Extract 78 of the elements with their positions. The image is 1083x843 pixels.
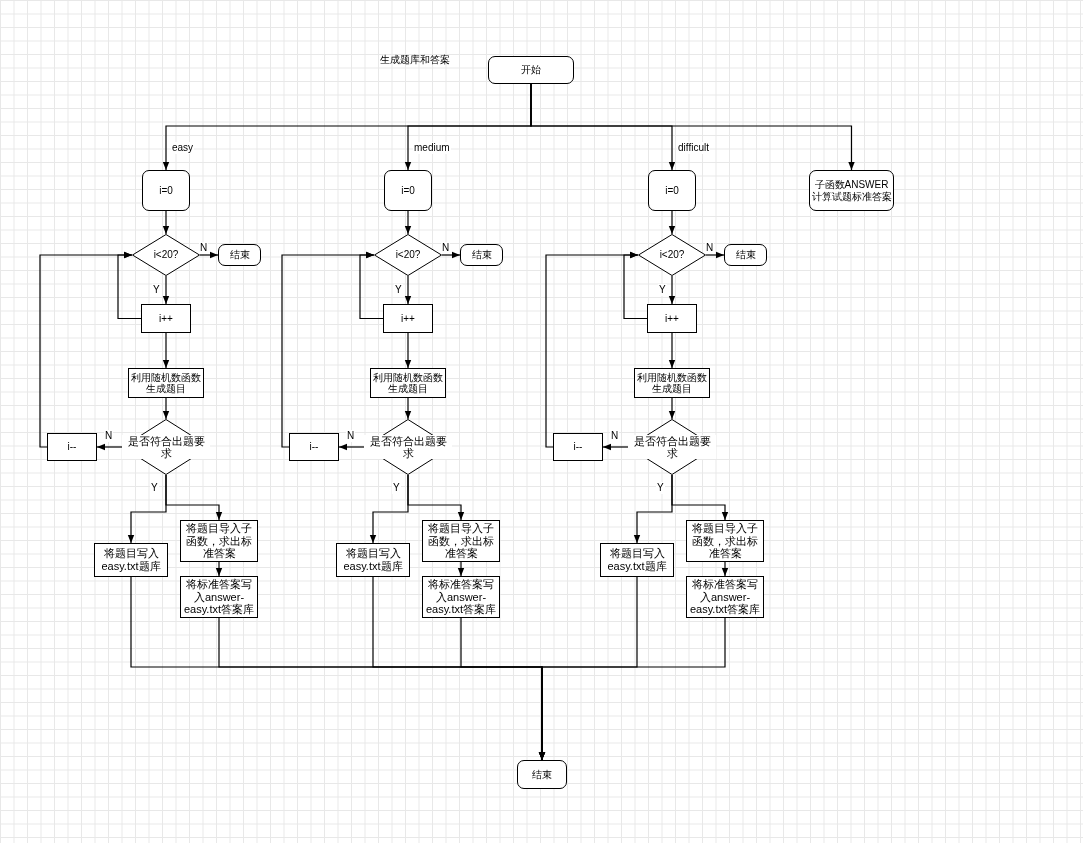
edge-label: Y xyxy=(392,482,401,494)
process-box: i=0 xyxy=(142,170,190,211)
process-box: 将题目写入easy.txt题库 xyxy=(600,543,674,577)
edge-label: Y xyxy=(394,284,403,296)
start-box: 开始 xyxy=(488,56,574,84)
arrow xyxy=(199,251,219,259)
edge-label: easy xyxy=(171,142,195,154)
decision-diamond: i<20? xyxy=(374,234,442,276)
arrow xyxy=(457,561,465,577)
process-box: 将标准答案写入answer-easy.txt答案库 xyxy=(422,576,500,618)
process-box: 将题目导入子函数，求出标准答案 xyxy=(686,520,764,562)
edge-label: N xyxy=(346,430,356,442)
arrow xyxy=(39,251,133,448)
edge-label: Y xyxy=(150,482,159,494)
process-box: i++ xyxy=(383,304,433,333)
edge-label: N xyxy=(441,242,451,254)
process-box: 将题目写入easy.txt题库 xyxy=(94,543,168,577)
arrow xyxy=(668,210,676,235)
edge-label: N xyxy=(705,242,715,254)
process-box: i=0 xyxy=(384,170,432,211)
end-box: 结束 xyxy=(724,244,767,266)
arrow xyxy=(404,275,412,305)
arrow xyxy=(602,443,629,451)
decision-diamond: i<20? xyxy=(638,234,706,276)
edge-label: Y xyxy=(658,284,667,296)
arrow xyxy=(545,251,639,448)
arrow xyxy=(705,251,725,259)
process-box: i++ xyxy=(647,304,697,333)
arrow xyxy=(281,251,375,448)
arrow xyxy=(338,443,365,451)
arrow xyxy=(404,397,412,420)
arrow xyxy=(721,561,729,577)
end-box: 结束 xyxy=(517,760,567,789)
decision-diamond: 是否符合出题要求 xyxy=(364,419,452,475)
process-box: 将题目导入子函数，求出标准答案 xyxy=(180,520,258,562)
end-box: 结束 xyxy=(460,244,503,266)
process-box: 将题目写入easy.txt题库 xyxy=(336,543,410,577)
arrow xyxy=(215,561,223,577)
arrow xyxy=(668,332,676,369)
arrow xyxy=(404,332,412,369)
arrow xyxy=(407,474,465,521)
process-box: i=0 xyxy=(648,170,696,211)
decision-diamond: i<20? xyxy=(132,234,200,276)
arrow xyxy=(165,474,223,521)
arrow xyxy=(671,474,729,521)
arrow xyxy=(538,617,726,761)
edge-label: N xyxy=(610,430,620,442)
process-box: 将题目导入子函数，求出标准答案 xyxy=(422,520,500,562)
process-box: i++ xyxy=(141,304,191,333)
process-box: 将标准答案写入answer-easy.txt答案库 xyxy=(180,576,258,618)
arrow xyxy=(441,251,461,259)
edge-label: difficult xyxy=(677,142,710,154)
arrow xyxy=(162,332,170,369)
process-box: 利用随机数函数生成题目 xyxy=(128,368,204,398)
edge-label: N xyxy=(199,242,209,254)
process-box: i-- xyxy=(289,433,339,461)
edge-label: Y xyxy=(152,284,161,296)
decision-diamond: 是否符合出题要求 xyxy=(122,419,210,475)
process-box: 将标准答案写入answer-easy.txt答案库 xyxy=(686,576,764,618)
arrow xyxy=(668,397,676,420)
process-box: 利用随机数函数生成题目 xyxy=(370,368,446,398)
arrow xyxy=(162,210,170,235)
edge-label: medium xyxy=(413,142,451,154)
process-box: 利用随机数函数生成题目 xyxy=(634,368,710,398)
arrow xyxy=(162,397,170,420)
arrow xyxy=(530,83,855,171)
decision-diamond: 是否符合出题要求 xyxy=(628,419,716,475)
title: 生成题库和答案 xyxy=(380,53,450,67)
process-box: i-- xyxy=(553,433,603,461)
arrow xyxy=(96,443,123,451)
process-box: i-- xyxy=(47,433,97,461)
arrow xyxy=(404,210,412,235)
process-box: 子函数ANSWER计算试题标准答案 xyxy=(809,170,894,211)
edge-label: Y xyxy=(656,482,665,494)
edge-label: N xyxy=(104,430,114,442)
arrow xyxy=(668,275,676,305)
end-box: 结束 xyxy=(218,244,261,266)
arrow xyxy=(162,275,170,305)
